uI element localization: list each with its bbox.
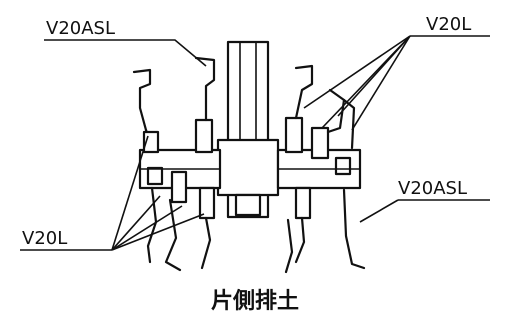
leader-lines	[20, 35, 490, 251]
label-top-left: V20ASL	[46, 18, 115, 39]
blade-group-upper-right	[284, 64, 356, 160]
label-bottom-left: V20L	[22, 228, 67, 249]
blade-group-lower	[146, 170, 366, 274]
rotor-shaft	[138, 148, 362, 190]
label-top-right: V20L	[426, 14, 471, 35]
figure-caption: 片側排土	[211, 289, 299, 314]
blade-group-upper-left	[132, 56, 216, 154]
label-bottom-right: V20ASL	[398, 178, 467, 199]
center-housing	[216, 40, 280, 219]
